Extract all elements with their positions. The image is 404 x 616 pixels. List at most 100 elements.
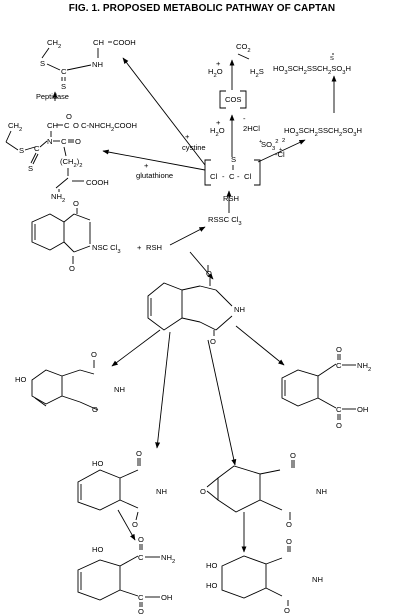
figure-title: FIG. 1. PROPOSED METABOLIC PATHWAY OF CA… — [68, 3, 336, 14]
hydroxy-imide: HO O O NH — [15, 350, 125, 414]
cooh-label: COOH — [113, 38, 136, 47]
nh2-label: NH2 — [51, 192, 65, 204]
cl-right: Cl — [244, 172, 251, 181]
o-bot: O — [286, 520, 292, 529]
h2s: H2S — [250, 67, 264, 79]
neg-top: - — [243, 114, 246, 123]
ho-top: HO — [206, 561, 217, 570]
s1-label: S — [19, 146, 24, 155]
o-bot: O — [69, 264, 75, 273]
nh-label: NH — [234, 305, 245, 314]
plus-glutathione: + — [144, 161, 149, 170]
nh2-label: NH2 — [161, 553, 175, 565]
plus-label: + — [137, 243, 142, 252]
ch2-label: CH2 — [8, 121, 22, 133]
cos-label: COS — [225, 95, 241, 104]
nh2-label: NH2 — [357, 361, 371, 373]
c-label: C — [61, 137, 67, 146]
s2-label: S — [61, 82, 66, 91]
n-label: N — [47, 137, 52, 146]
ho-label: HO — [15, 375, 26, 384]
s-label: S — [231, 155, 236, 164]
o-bot: O — [132, 520, 138, 529]
o-top: O — [73, 199, 79, 208]
o-bot: O — [210, 337, 216, 346]
adduct-arrows: + cystine + glutathione — [102, 57, 206, 180]
nh-label: NH — [312, 575, 323, 584]
o-top: O — [336, 345, 342, 354]
dithio-label: HO3SCH2SSCH2SO3H — [284, 126, 362, 138]
o-top: O — [206, 269, 212, 278]
o-top: O — [136, 449, 142, 458]
so3-label: SO32 — [261, 139, 278, 152]
glutathione-adduct: Peptidase CH2 CH C O O C-NHCH2COOH S C S… — [5, 91, 137, 204]
nh-label: NH — [114, 385, 125, 394]
so3-plus-2: + — [279, 147, 283, 153]
sulfonate-branch: SO32 + + 2 -Cl HO3SCH2SSCH2SO3H HO3SCH2S… — [257, 53, 362, 163]
o-top: O — [290, 451, 296, 460]
c-label: C — [61, 67, 67, 76]
cysteine-adduct: CH2 CH COOH S C S NH — [40, 38, 136, 91]
tetrahydrophthalimide: O O NH — [147, 251, 245, 346]
cooh-label: COOH — [86, 178, 109, 187]
diol-imide: HO HO O O NH — [206, 537, 323, 615]
ch-label: CH — [93, 38, 104, 47]
c-top: C — [138, 553, 144, 562]
thiophosgene-complex: RSSC Cl3 RSH S Cl - C - Cl — [169, 155, 261, 246]
o-top: O — [286, 537, 292, 546]
so-mark: S — [330, 56, 334, 62]
c-top: C — [336, 361, 342, 370]
hydroxy-imide-2: HO O O NH — [77, 449, 167, 541]
nh-label: NH — [92, 60, 103, 69]
hydroxy-amic-acid: HO C NH2 O C OH O — [77, 535, 175, 616]
cystine-label: cystine — [182, 143, 206, 152]
c-center: C — [229, 172, 235, 181]
trithio-label: HO3SCH2SSCH2SO3H — [273, 64, 351, 76]
eq-o: O — [75, 137, 81, 146]
rsh-lower: RSH — [223, 194, 239, 203]
o-bot: O — [336, 421, 342, 430]
h2o-b-plus: + — [216, 118, 221, 127]
rsscl3-label: RSSC Cl3 — [208, 215, 242, 227]
ho-label: HO — [92, 545, 103, 554]
ho-label: HO — [92, 459, 103, 468]
so3-sup-mark: 2 — [282, 138, 285, 144]
c-bot: C — [138, 593, 144, 602]
amide-chain: O C-NHCH2COOH — [73, 121, 137, 133]
co2-label: CO2 — [236, 42, 251, 54]
captan-structure: O O NSC Cl3 + RSH — [31, 199, 162, 273]
two-hcl: 2HCl — [243, 124, 260, 133]
o-top: O — [91, 350, 97, 359]
s2-label: S — [28, 164, 33, 173]
cl-left: Cl — [210, 172, 217, 181]
rsh-label: RSH — [146, 243, 162, 252]
dash2: - — [237, 172, 240, 181]
oh-label: OH — [357, 405, 368, 414]
glutathione-label: glutathione — [136, 171, 173, 180]
amic-acid: C NH2 O C OH O — [281, 345, 371, 430]
o-bot: O — [92, 405, 98, 414]
ch2-2-label: (CH2)2 — [60, 157, 83, 169]
dash1: - — [222, 172, 225, 181]
nh-label: NH — [316, 487, 327, 496]
epoxide-imide: O O O NH — [200, 451, 327, 553]
top-o: O — [66, 112, 72, 121]
c2-label: C — [34, 144, 40, 153]
s1-label: S — [40, 59, 45, 68]
o-bot: O — [138, 607, 144, 616]
so3-plus: + — [259, 139, 263, 145]
h2o-a-plus: + — [216, 59, 221, 68]
o-epox: O — [200, 487, 206, 496]
plus-cystine: + — [185, 132, 190, 141]
nh-label: NH — [156, 487, 167, 496]
ch-label: CH — [47, 121, 58, 130]
o-top: O — [138, 535, 144, 544]
oh-label: OH — [161, 593, 172, 602]
nscl3-label: NSC Cl3 — [92, 243, 121, 255]
ho-bot: HO — [206, 581, 217, 590]
branch-arrows — [111, 325, 285, 466]
ch2-label: CH2 — [47, 38, 61, 50]
cos-branch: CO2 + H2O H2S COS + H2O - 2HCl — [208, 42, 264, 157]
c-bot: C — [336, 405, 342, 414]
